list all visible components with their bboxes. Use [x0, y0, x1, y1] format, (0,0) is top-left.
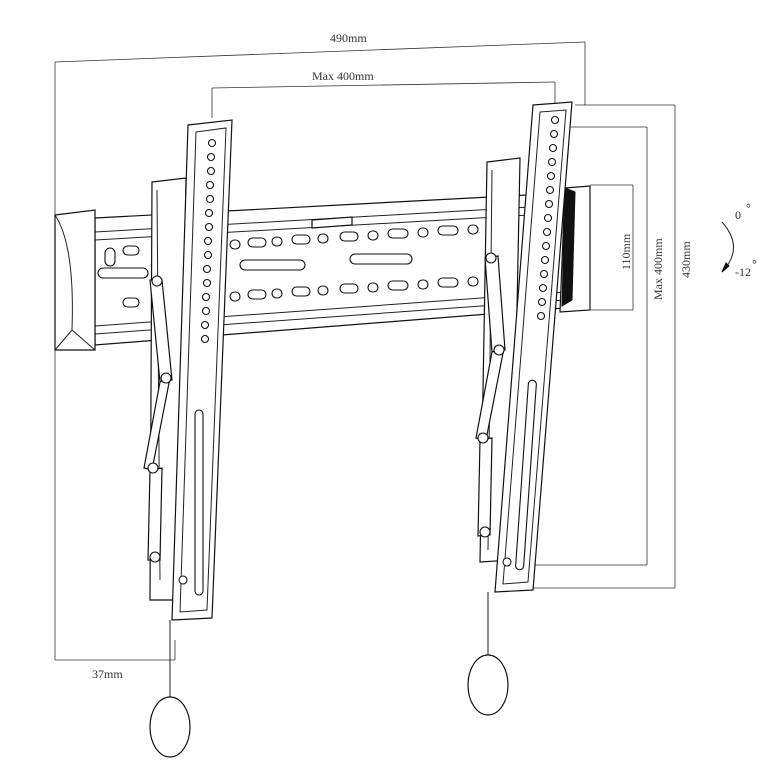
max-vertical-label: Max 400mm: [651, 238, 665, 300]
right-vertical-arm: [467, 101, 573, 716]
left-vertical-arm: [143, 119, 233, 758]
svg-text:°: °: [746, 201, 751, 215]
max-horizontal-label: Max 400mm: [312, 69, 374, 83]
lower-slot-row: [122, 276, 479, 308]
tilt-indicator: 0 ° -12 °: [721, 201, 757, 279]
wall-depth-label: 37mm: [92, 667, 123, 681]
rail-height-label: 110mm: [619, 233, 633, 270]
overall-height-label: 430mm: [679, 241, 693, 278]
right-end-cap: [559, 185, 591, 313]
tilt-lower-label: -12: [735, 265, 751, 279]
left-arm-holes: [200, 138, 217, 344]
left-end-cap: [54, 209, 96, 351]
right-arm-holes: [536, 115, 560, 321]
tilt-upper-label: 0: [735, 208, 741, 222]
dimension-lines: [54, 41, 676, 661]
upper-slot-row: [104, 224, 479, 267]
overall-width-label: 490mm: [330, 31, 367, 45]
svg-text:°: °: [752, 257, 757, 271]
